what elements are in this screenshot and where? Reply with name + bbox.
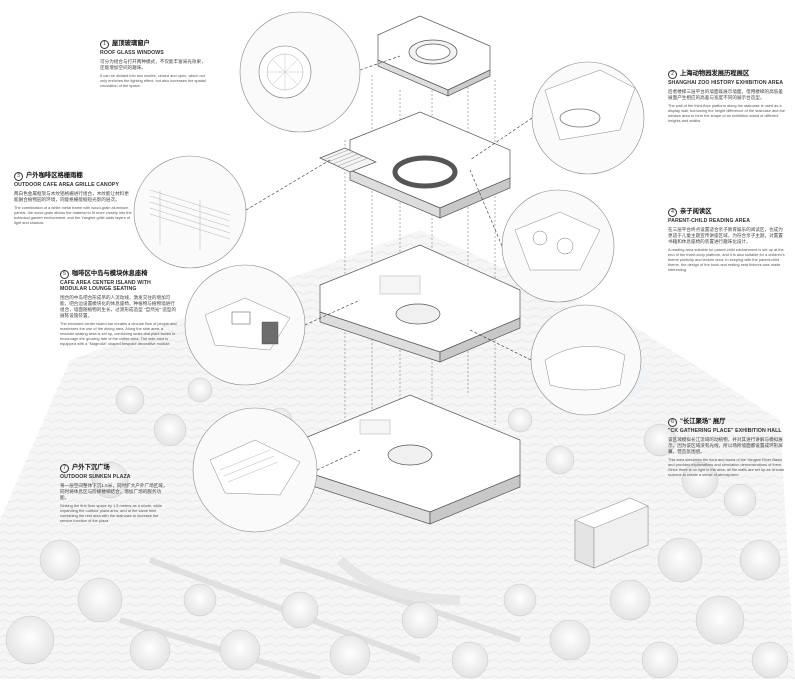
label-body-en: Sinking the first floor space by 1.5 met… bbox=[60, 503, 163, 524]
label-title-zh: 上海动物园发展历程展区 bbox=[680, 70, 750, 78]
label-title-en: PARENT-CHILD READING AREA bbox=[668, 218, 751, 224]
label-body-zh: 后者楼梯三层平台的墙面既展示墙面，借用楼梯的高低差展面产生相应的高差与宽度不同的… bbox=[668, 89, 783, 101]
label-body-zh: 可分为组合与打开两种模式，不仅能丰富采光效果，还能增加空间的趣味。 bbox=[100, 59, 206, 71]
label-body-en: A reading area suitable for parent-child… bbox=[668, 247, 785, 273]
label-title-zh: "长江聚场" 展厅 bbox=[680, 418, 726, 426]
label-body-zh: 两白色金属框架与木纹铝格栅进行组合，木纹能让材料更能融合植物园的环境，同能格栅能… bbox=[14, 191, 129, 203]
leader-lines bbox=[245, 55, 533, 471]
label-title-zh: 咖啡区中岛与模块休息座椅 bbox=[72, 270, 148, 278]
label-title-en: CAFE AREA CENTER ISLAND WITH MODULAR LOU… bbox=[60, 280, 151, 293]
third-floor-level bbox=[319, 111, 511, 219]
label-number: 1 bbox=[100, 40, 109, 49]
detail-circle-2-history-exhibition bbox=[531, 61, 645, 175]
detail-circle-6-exhibition-hall bbox=[530, 304, 642, 416]
label-title-en: SHANGHAI ZOO HISTORY EXHIBITION AREA bbox=[668, 80, 784, 86]
label-body-en: This area simulates the flora and fauna … bbox=[668, 457, 785, 478]
detail-circle-5-cafe-island bbox=[184, 264, 306, 386]
label-number: 7 bbox=[60, 464, 69, 473]
label-number: 4 bbox=[668, 208, 677, 217]
label-title-zh: 户外咖啡区格栅雨棚 bbox=[26, 172, 83, 180]
ground-floor-level bbox=[299, 394, 521, 525]
roof-level bbox=[377, 15, 491, 97]
label-body-en: It can be divided into two modes, closed… bbox=[100, 73, 206, 89]
label-number: 5 bbox=[60, 270, 69, 279]
detail-circle-1-roof-windows bbox=[239, 11, 361, 133]
label-body-en: The wall of the third-floor platform alo… bbox=[668, 103, 785, 124]
label-title-en: OUTDOOR CAFE AREA GRILLE CANOPY bbox=[14, 182, 120, 188]
label-body-en: The combination of a white metal frame w… bbox=[14, 205, 132, 226]
label-body-en: The enclosed center island bar creates a… bbox=[60, 321, 177, 347]
label-number: 3 bbox=[14, 172, 23, 181]
label-title-en: ROOF GLASS WINDOWS bbox=[100, 50, 164, 56]
detail-circle-3-grille-canopy bbox=[133, 155, 247, 269]
label-title-en: "CK GATHERING PLACE" EXHIBITION HALL bbox=[668, 428, 782, 434]
label-number: 6 bbox=[668, 418, 677, 427]
label-body-zh: 该区域模拟长江流域的动植物，并对其进行讲解与模拟展示，因为该区域没有光线，所以场… bbox=[668, 437, 783, 455]
label-title-zh: 亲子阅读区 bbox=[680, 208, 712, 216]
label-title-zh: 户外下沉广场 bbox=[72, 464, 110, 472]
label-number: 2 bbox=[668, 70, 677, 79]
detail-circle-4-reading-area bbox=[501, 189, 615, 303]
label-body-zh: 在三层平台终点设置适合亲子教育娱乐的阅读区，也成为更适于儿童主题宣传讲座区域，为… bbox=[668, 227, 783, 245]
label-title-en: OUTDOOR SUNKEN PLAZA bbox=[60, 474, 131, 480]
label-6-ck-gathering-hall: 6"长江聚场" 展厅 "CK GATHERING PLACE" EXHIBITI… bbox=[668, 418, 786, 477]
label-body-zh: 围合的中岛吧台形成吊的人流动线，激发交往的增加可能，吧台边设置模块化的休息座椅，… bbox=[60, 295, 177, 319]
detail-circle-7-sunken-plaza bbox=[192, 407, 318, 533]
label-body-zh: 将一层空间整体下沉1.5米，同时扩大户外广场区域，同时将休息区与阶梯楼梯结合，增… bbox=[60, 483, 168, 501]
label-title-zh: 屋顶玻璃窗户 bbox=[112, 40, 150, 48]
second-floor-level bbox=[319, 244, 521, 363]
landscape-trees bbox=[5, 377, 789, 679]
